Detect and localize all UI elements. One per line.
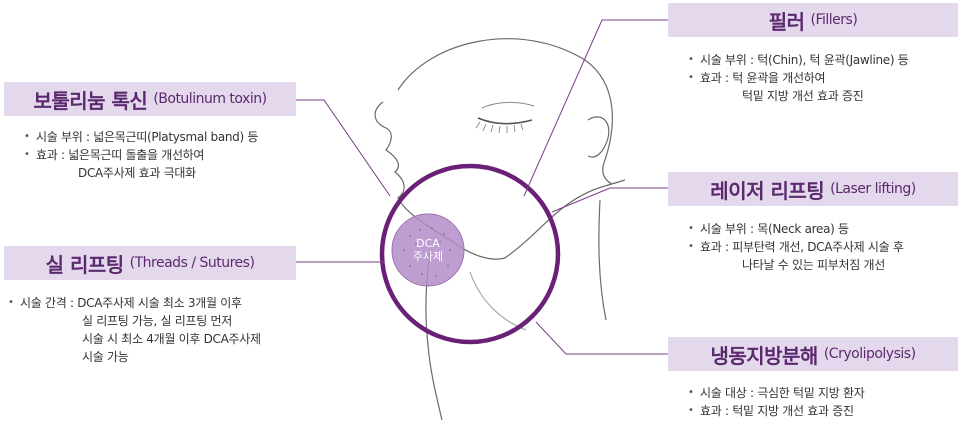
list-item: 시술 부위 : 넓은목근띠(Platysmal band) 등 xyxy=(24,128,258,146)
hair-line xyxy=(397,38,613,185)
list-item: 시술 간격 : DCA주사제 시술 최소 3개월 이후 실 리프팅 가능, 실 … xyxy=(8,294,261,366)
fillers-title: 필러(Fillers) xyxy=(668,3,958,37)
connector-fillers xyxy=(523,19,668,197)
treatment-area-circle xyxy=(379,163,561,345)
cryo-title: 냉동지방분해(Cryolipolysis) xyxy=(668,337,958,371)
connector-laser xyxy=(551,187,668,213)
botox-list: 시술 부위 : 넓은목근띠(Platysmal band) 등 효과 : 넓은목… xyxy=(24,128,258,182)
eye xyxy=(477,117,533,125)
connector-cryo xyxy=(535,321,668,355)
laser-list: 시술 부위 : 목(Neck area) 등 효과 : 피부탄력 개선, DCA… xyxy=(688,220,904,274)
list-item: 효과 : 턱밑 지방 개선 효과 증진 xyxy=(688,402,864,420)
list-item: 시술 대상 : 극심한 턱밑 지방 환자 xyxy=(688,384,865,402)
threads-title: 실 리프팅(Threads / Sutures) xyxy=(4,246,296,280)
fillers-list: 시술 부위 : 턱(Chin), 턱 윤곽(Jawline) 등 효과 : 턱 … xyxy=(688,51,909,105)
dca-label: DCA 주사제 xyxy=(412,237,444,263)
dca-spot xyxy=(391,213,465,287)
list-item: 시술 부위 : 목(Neck area) 등 xyxy=(688,220,904,238)
botox-title: 보툴리눔 톡신(Botulinum toxin) xyxy=(4,82,296,116)
cryo-list: 시술 대상 : 극심한 턱밑 지방 환자 효과 : 턱밑 지방 개선 효과 증진 xyxy=(688,384,865,420)
threads-list: 시술 간격 : DCA주사제 시술 최소 3개월 이후 실 리프팅 가능, 실 … xyxy=(8,294,261,366)
list-item: 시술 부위 : 턱(Chin), 턱 윤곽(Jawline) 등 xyxy=(688,51,909,69)
connector-botox xyxy=(296,99,391,197)
ear xyxy=(587,116,610,158)
laser-title: 레이저 리프팅(Laser lifting) xyxy=(668,172,958,206)
neck-back xyxy=(598,199,607,321)
